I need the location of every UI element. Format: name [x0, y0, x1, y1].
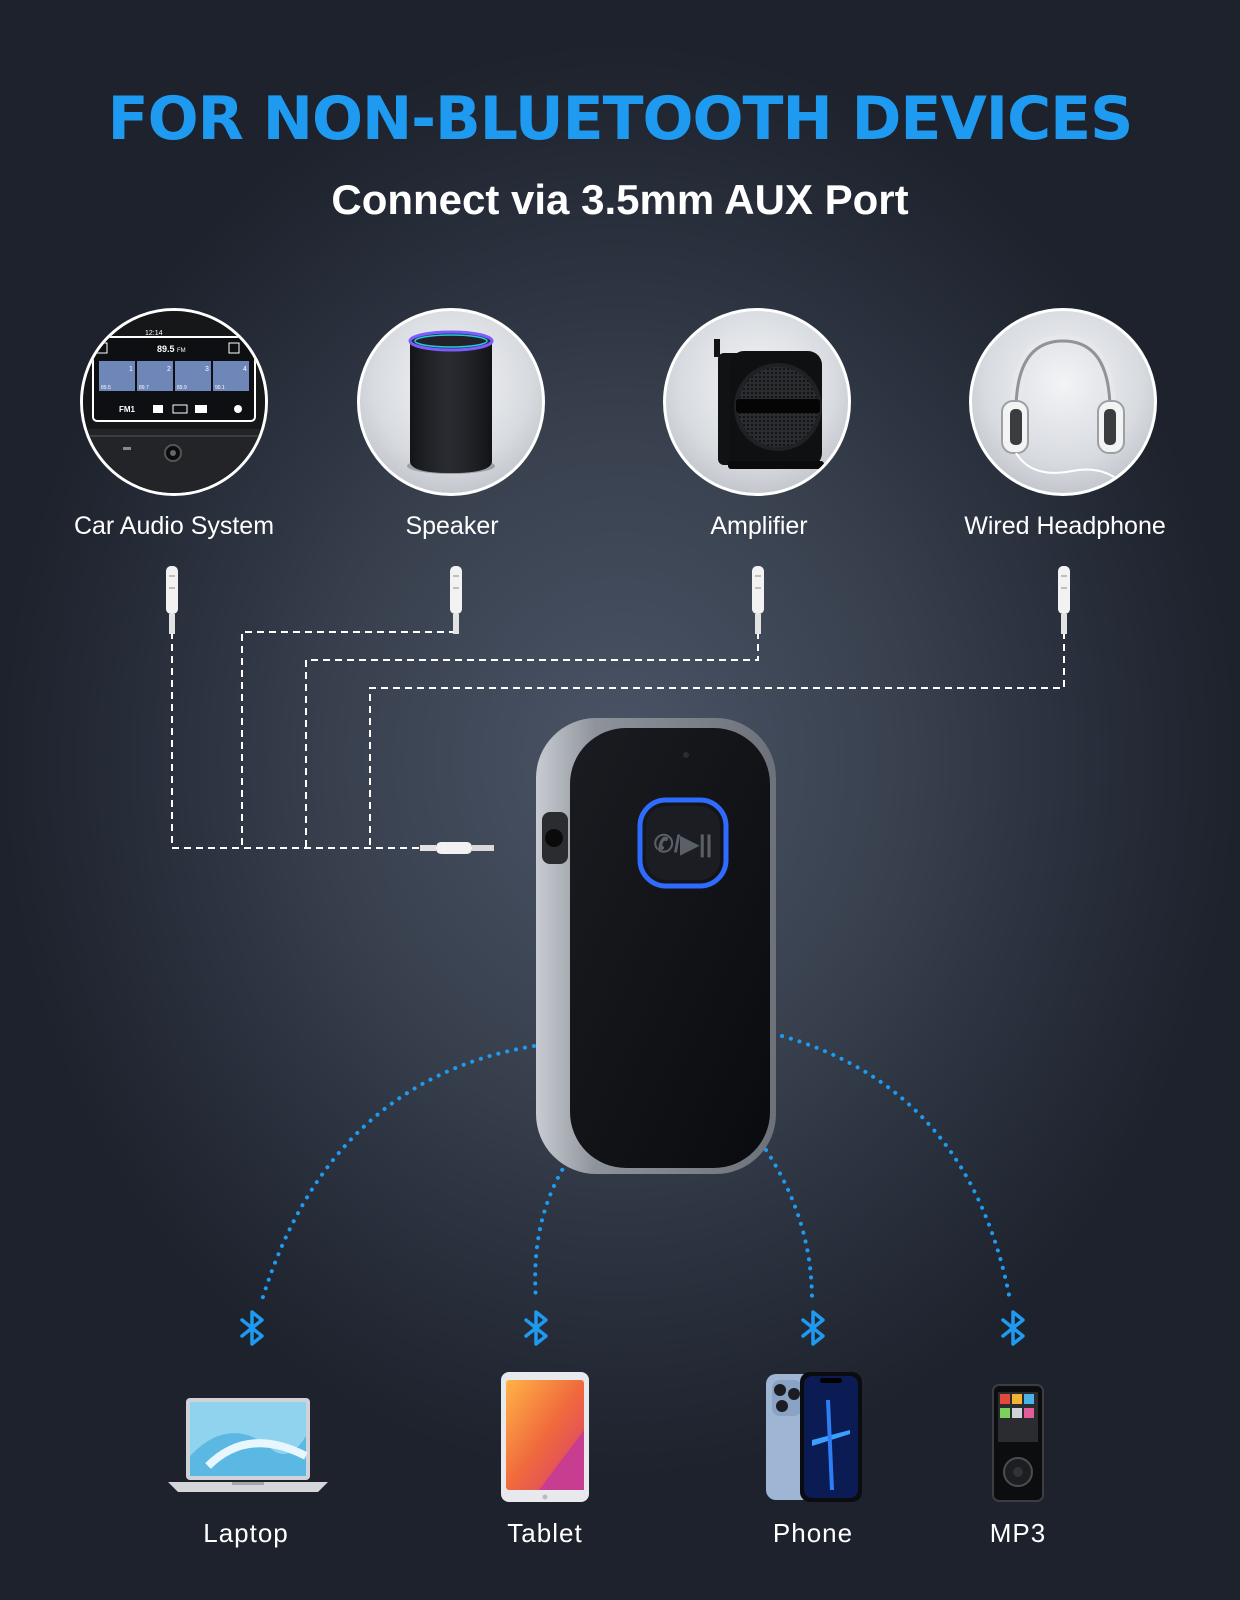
page-title: FOR NON-BLUETOOTH DEVICES	[107, 84, 1134, 154]
car-screen-band: FM1	[119, 405, 136, 414]
device-label-phone: Phone	[772, 1518, 854, 1548]
preset-freq-4: 90.1	[215, 385, 225, 391]
preset-freq-1: 89.5	[101, 385, 111, 391]
tablet-icon	[499, 1370, 591, 1504]
laptop-icon	[168, 1396, 328, 1496]
preset-freq-3: 89.9	[177, 385, 187, 391]
speaker-icon	[357, 308, 545, 496]
preset-4: 4	[243, 366, 247, 373]
device-label-headphone: Wired Headphone	[964, 512, 1166, 540]
bluetooth-icon-tablet	[524, 1310, 548, 1346]
page-subtitle: Connect via 3.5mm AUX Port	[331, 176, 909, 223]
car-screen-unit: FM	[177, 348, 186, 354]
device-label-laptop: Laptop	[203, 1518, 289, 1548]
device-label-speaker: Speaker	[405, 512, 499, 540]
car-screen-time: 12:14	[145, 330, 163, 337]
device-label-amplifier: Amplifier	[710, 512, 808, 540]
bluetooth-icon-laptop	[240, 1310, 264, 1346]
aux-plug-car	[166, 566, 178, 634]
bluetooth-icon-mp3	[1001, 1310, 1025, 1346]
call-play-pause-icon[interactable]: ✆/▶||	[654, 831, 713, 858]
amplifier-icon	[663, 308, 851, 496]
device-label-tablet: Tablet	[507, 1518, 583, 1548]
bluetooth-arcs	[260, 1034, 1012, 1302]
preset-1: 1	[129, 366, 133, 373]
bluetooth-receiver: ✆/▶||	[536, 718, 776, 1174]
preset-2: 2	[167, 366, 171, 373]
car-stereo-icon: 12:14 89.5 FM 1 2 3 4 89.5 89.7 89.9 90.…	[80, 308, 268, 496]
aux-plug-receiver	[420, 842, 494, 854]
bluetooth-icon-phone	[801, 1310, 825, 1346]
device-label-car-audio: Car Audio System	[73, 512, 275, 540]
aux-plug-speaker	[450, 566, 462, 634]
aux-plug-amplifier	[752, 566, 764, 634]
aux-cable-lines	[171, 631, 1065, 849]
headphone-icon	[969, 308, 1157, 496]
preset-freq-2: 89.7	[139, 385, 149, 391]
phone-icon	[764, 1370, 864, 1504]
mp3-player-icon	[992, 1384, 1044, 1502]
device-label-mp3: MP3	[989, 1518, 1047, 1548]
car-screen-frequency: 89.5	[157, 344, 175, 354]
aux-plug-headphone	[1058, 566, 1070, 634]
preset-3: 3	[205, 366, 209, 373]
